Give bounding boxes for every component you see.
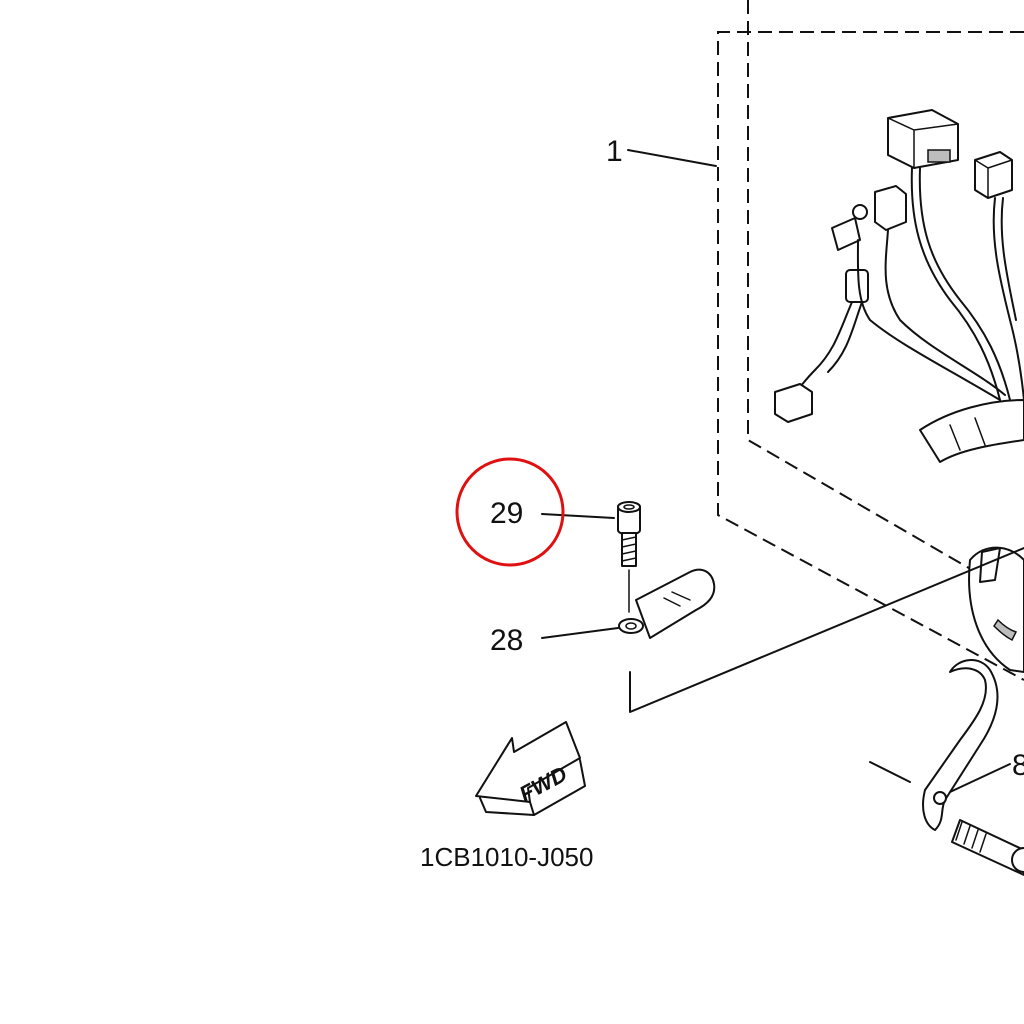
hook-clip: [922, 659, 999, 831]
fwd-arrow-icon: FWD: [475, 721, 586, 816]
harness-junction: [919, 399, 1024, 463]
fwd-label: FWD: [515, 761, 571, 807]
diagram-code: 1CB1010-J050: [420, 842, 593, 872]
harness-connector-bottom: [774, 383, 813, 423]
leader-line-29: [541, 513, 615, 519]
leader-line-8: [949, 763, 1011, 793]
harness-grommet: [845, 269, 869, 303]
ground-terminal-part-28: [618, 568, 716, 639]
leader-line-1: [627, 149, 717, 167]
bolt-shaft: [951, 819, 1024, 876]
washer: [618, 618, 644, 634]
assembly-frame: [717, 0, 1024, 681]
bolt-head: [1011, 847, 1024, 873]
inner-frame-dashed: [747, 0, 1024, 601]
switch-housing: [968, 546, 1024, 673]
cable-clip: [922, 659, 1024, 876]
ring-terminal: [852, 204, 868, 220]
callout-8: 8: [1012, 749, 1024, 782]
bracket-line-28-29: [629, 547, 1024, 713]
callout-29: 29: [490, 497, 523, 530]
callout-28: 28: [490, 624, 523, 657]
callout-1: 1: [606, 135, 623, 168]
screw-thread: [621, 532, 637, 567]
outer-frame-dashed: [717, 31, 1024, 681]
screw-part-29: [617, 501, 641, 613]
bracket-line-8: [869, 761, 911, 783]
harness-connector-mid: [874, 185, 907, 231]
wire-harness: [774, 109, 1024, 463]
harness-connector-small: [974, 151, 1013, 199]
highlight-circle: [455, 457, 565, 567]
leader-line-28: [541, 627, 619, 639]
